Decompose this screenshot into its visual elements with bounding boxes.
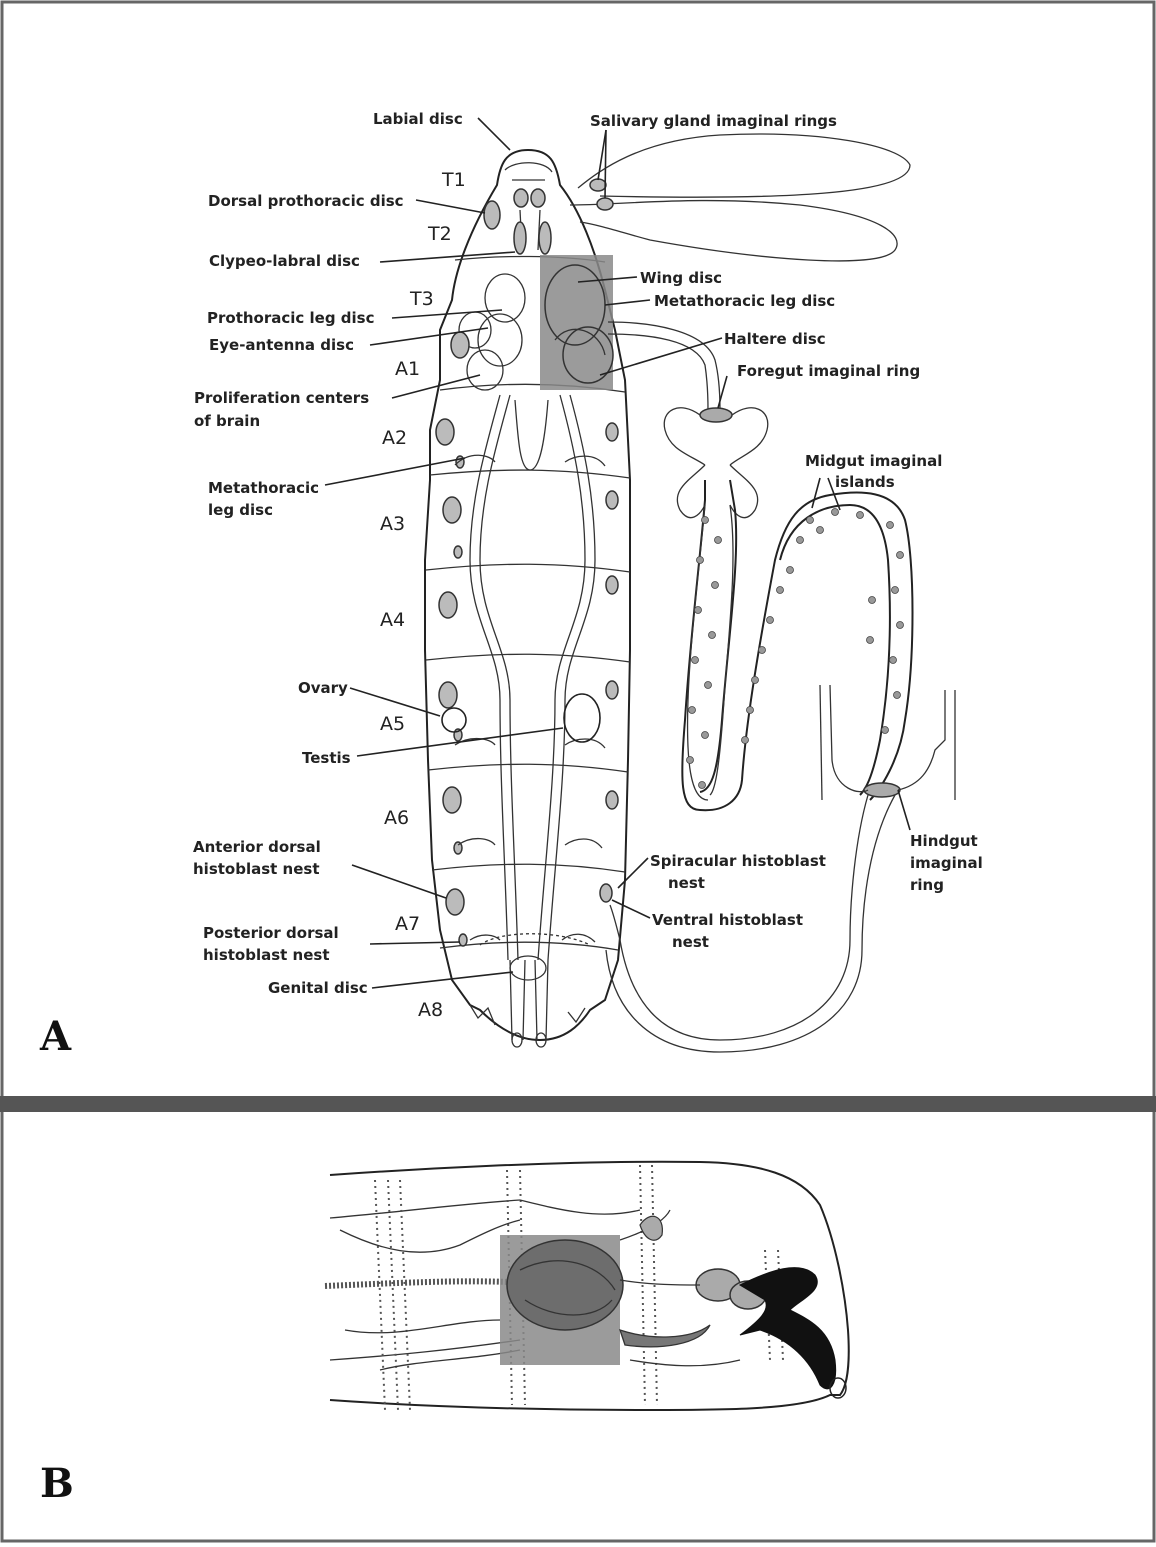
head-top — [505, 163, 552, 172]
testis — [564, 694, 600, 742]
label-prothoracic-leg-disc: Prothoracic leg disc — [207, 309, 375, 327]
label-metathoracic-leg-disc-top: Metathoracic leg disc — [654, 292, 835, 310]
panel-a: T1 T2 T3 A1 A2 A3 A4 A5 A6 A7 A8 Labial … — [39, 110, 983, 1060]
posterior-spiracles — [470, 960, 585, 1047]
ovary — [442, 708, 466, 732]
abdominal-discs-right — [600, 423, 618, 902]
segment-label-a5: A5 — [380, 713, 405, 735]
label-proliferation-centers-line1: Proliferation centers — [194, 389, 369, 407]
proventriculus — [664, 408, 768, 518]
dorsal-prothoracic-disc — [484, 201, 500, 229]
label-metathoracic-leg-disc-line2: leg disc — [208, 501, 273, 519]
label-hindgut-imaginal-ring-line2: imaginal — [910, 854, 983, 872]
segment-label-a4: A4 — [380, 609, 405, 631]
panel-letter-b: B — [40, 1460, 74, 1507]
a1-dorsal-nest — [451, 332, 469, 358]
label-genital-disc: Genital disc — [268, 979, 368, 997]
panel-divider — [0, 1096, 1156, 1112]
label-salivary-gland-imaginal-rings: Salivary gland imaginal rings — [590, 112, 837, 130]
segment-label-t2: T2 — [427, 223, 452, 245]
clypeo-labral-disc-right — [539, 222, 551, 254]
segment-label-a2: A2 — [382, 427, 407, 449]
label-labial-disc: Labial disc — [373, 110, 463, 128]
label-eye-antenna-disc: Eye-antenna disc — [209, 336, 354, 354]
ventral-nerve-cord — [515, 400, 548, 470]
segment-label-a7: A7 — [395, 913, 420, 935]
terminalia — [740, 1268, 836, 1389]
label-haltere-disc: Haltere disc — [724, 330, 826, 348]
label-hindgut-imaginal-ring-line3: ring — [910, 876, 944, 894]
label-anterior-dorsal-histoblast-nest-line2: histoblast nest — [193, 860, 320, 878]
genital-disc — [510, 956, 546, 980]
brain-proliferation-center — [467, 350, 503, 390]
esophagus — [608, 322, 720, 410]
label-clypeo-labral-disc: Clypeo-labral disc — [209, 252, 360, 270]
label-spiracular-histoblast-nest-line1: Spiracular histoblast — [650, 852, 826, 870]
label-ventral-histoblast-nest-line1: Ventral histoblast — [652, 911, 803, 929]
label-metathoracic-leg-disc-line1: Metathoracic — [208, 479, 319, 497]
panel-letter-a: A — [39, 1013, 72, 1060]
label-midgut-imaginal-islands-line1: Midgut imaginal — [805, 452, 942, 470]
clypeo-labral-disc — [514, 222, 526, 254]
panel-b: B — [40, 1162, 849, 1507]
segment-label-a3: A3 — [380, 513, 405, 535]
label-spiracular-histoblast-nest-line2: nest — [668, 874, 705, 892]
label-midgut-imaginal-islands-line2: islands — [835, 473, 895, 491]
segment-label-t3: T3 — [409, 288, 434, 310]
label-dorsal-prothoracic-disc: Dorsal prothoracic disc — [208, 192, 404, 210]
segment-label-a1: A1 — [395, 358, 420, 380]
label-proliferation-centers-line2: of brain — [194, 412, 260, 430]
right-tracheal-trunk — [548, 395, 595, 960]
label-anterior-dorsal-histoblast-nest-line1: Anterior dorsal — [193, 838, 321, 856]
label-posterior-dorsal-histoblast-nest-line1: Posterior dorsal — [203, 924, 339, 942]
segment-label-a8: A8 — [418, 999, 443, 1021]
oesophagus-tube — [325, 1281, 510, 1286]
segment-label-a6: A6 — [384, 807, 409, 829]
label-hindgut-imaginal-ring-line1: Hindgut — [910, 832, 978, 850]
segment-label-t1: T1 — [441, 169, 466, 191]
reproductive-organs — [620, 1216, 766, 1347]
label-wing-disc: Wing disc — [640, 269, 722, 287]
label-ovary: Ovary — [298, 679, 348, 697]
label-foregut-imaginal-ring: Foregut imaginal ring — [737, 362, 920, 380]
midgut — [682, 480, 912, 810]
developing-organ — [507, 1240, 623, 1330]
label-testis: Testis — [302, 749, 351, 767]
salivary-glands — [570, 134, 910, 261]
label-ventral-histoblast-nest-line2: nest — [672, 933, 709, 951]
label-posterior-dorsal-histoblast-nest-line2: histoblast nest — [203, 946, 330, 964]
ventral-creeping-welts — [455, 455, 605, 942]
